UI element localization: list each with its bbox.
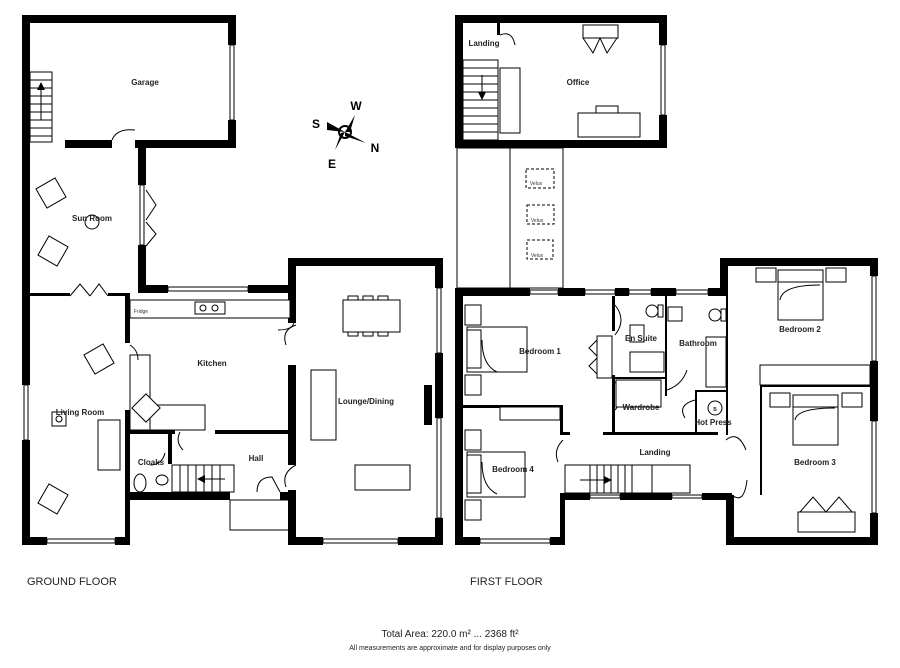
first-floor-walls (455, 15, 878, 545)
label-kitchen: Kitchen (197, 359, 226, 368)
label-bedroom-1: Bedroom 1 (519, 347, 561, 356)
label-velux-3: Velux (531, 253, 544, 259)
label-garage: Garage (131, 78, 159, 87)
label-velux-2: Velux (531, 218, 544, 224)
compass-rose: W S N E (312, 99, 379, 171)
label-lounge-dining: Lounge/Dining (338, 397, 394, 406)
compass-n: N (371, 141, 380, 155)
boiler-label: B (713, 407, 717, 413)
label-bedroom-4: Bedroom 4 (492, 465, 534, 474)
label-bathroom: Bathroom (679, 339, 717, 348)
label-bedroom-3: Bedroom 3 (794, 458, 836, 467)
ground-floor-title: GROUND FLOOR (27, 576, 117, 588)
room-labels: Garage Sun Room Living Room Kitchen Loun… (56, 39, 837, 474)
label-bedroom-2: Bedroom 2 (779, 325, 821, 334)
compass-e: E (328, 157, 336, 171)
label-hot-press: Hot Press (694, 418, 732, 427)
label-cloaks: Cloaks (138, 458, 165, 467)
ground-floor-furniture (29, 71, 411, 515)
first-floor-title: FIRST FLOOR (470, 576, 543, 588)
label-en-suite: En Suite (625, 334, 658, 343)
label-landing: Landing (639, 448, 670, 457)
label-living-room: Living Room (56, 408, 104, 417)
compass-w: W (350, 99, 362, 113)
ground-floor-walls (22, 15, 443, 545)
label-sun-room: Sun Room (72, 214, 112, 223)
label-hall: Hall (249, 454, 264, 463)
total-area: Total Area: 220.0 m² ... 2368 ft² (381, 629, 519, 640)
compass-s: S (312, 117, 320, 131)
label-wardrobe: Wardrobe (622, 403, 660, 412)
label-office: Office (567, 78, 590, 87)
label-velux-1: Velux (530, 181, 543, 187)
disclaimer: All measurements are approximate and for… (349, 645, 551, 652)
label-fridge: Fridge (134, 309, 148, 315)
label-landing-top: Landing (468, 39, 499, 48)
first-floor-furniture: B (462, 24, 863, 533)
